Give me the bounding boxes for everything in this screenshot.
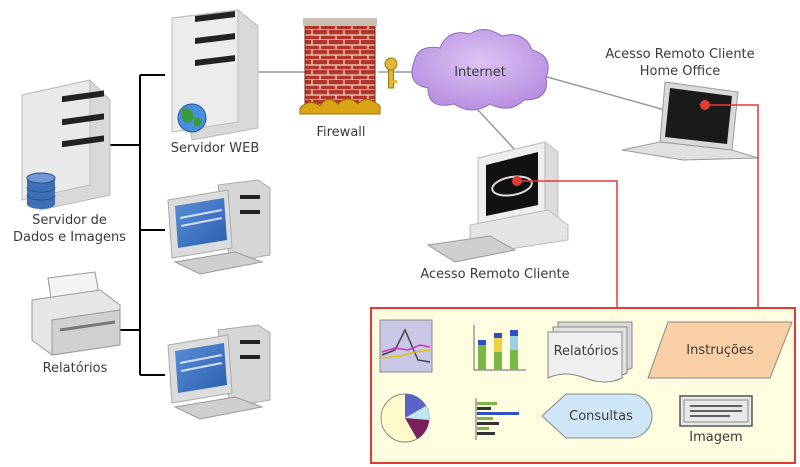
panel-relatorios-label: Relatórios <box>553 344 619 359</box>
database-icon <box>26 172 56 209</box>
workstation-1 <box>167 179 271 275</box>
network-links <box>110 74 165 376</box>
panel-instrucoes-label: Instruções <box>686 343 754 358</box>
remote-client-label: Acesso Remoto Cliente <box>420 267 570 282</box>
internet-cloud <box>411 29 549 111</box>
panel-consultas-label: Consultas <box>569 409 633 424</box>
pie-chart-icon <box>380 393 430 443</box>
red-connectors <box>517 104 759 308</box>
globe-icon <box>177 103 207 133</box>
home-office-link-dot <box>700 100 710 110</box>
remote-client-computer <box>426 141 569 263</box>
home-office-laptop <box>621 81 759 161</box>
internet-links <box>258 71 666 151</box>
remote-client-link-dot <box>512 176 522 186</box>
bar-chart-icon <box>473 325 526 371</box>
line-chart-icon <box>379 319 433 373</box>
firewall-icon <box>299 18 381 115</box>
key-icon <box>384 57 398 89</box>
printer-icon <box>31 271 121 356</box>
web-server-label: Servidor WEB <box>170 141 260 156</box>
instrucoes-shape <box>647 321 793 379</box>
data-server-label: Servidor de Dados e Imagens <box>13 213 126 245</box>
horizontal-bar-chart-icon <box>475 398 519 440</box>
printer-label: Relatórios <box>42 361 108 376</box>
relatorios-document-icon <box>547 321 633 383</box>
firewall-label: Firewall <box>316 125 366 140</box>
home-office-label: Acesso Remoto Cliente Home Office <box>605 47 755 79</box>
imagem-icon <box>679 395 753 427</box>
workstation-2 <box>167 324 271 420</box>
panel-imagem-label: Imagem <box>689 430 743 445</box>
consultas-shape <box>541 393 653 439</box>
internet-label: Internet <box>454 65 506 80</box>
